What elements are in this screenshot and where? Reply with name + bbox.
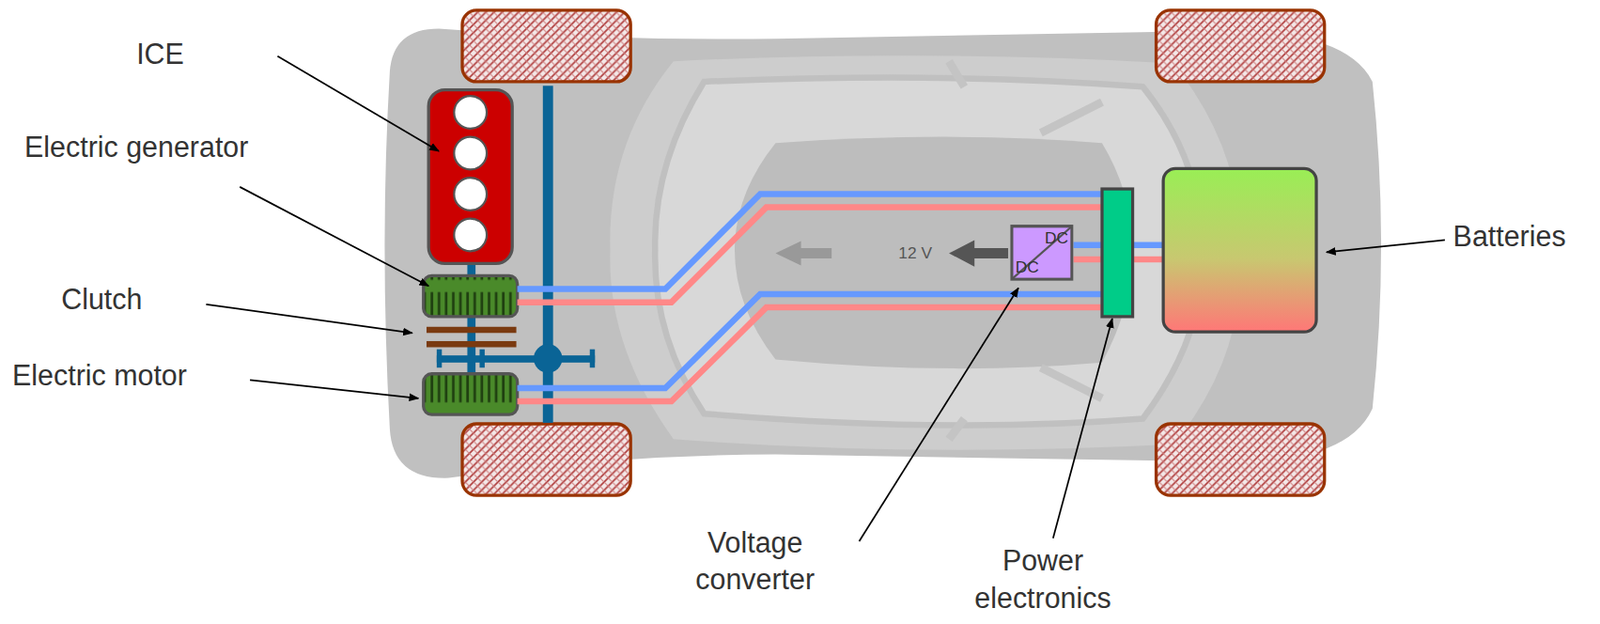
- converter-label: DC: [1015, 259, 1040, 276]
- part-label: Batteries: [1453, 218, 1567, 257]
- converter-label: DC: [1044, 230, 1069, 247]
- dc-dc-converter: DCDC: [1009, 224, 1073, 281]
- part-label: ICE: [136, 36, 185, 75]
- part-label: Voltage converter: [667, 525, 842, 600]
- part-label: Electric motor: [12, 357, 187, 395]
- voltage-label: 12 V: [898, 243, 933, 265]
- part-label: Clutch: [61, 281, 142, 320]
- part-label: Power electronics: [946, 543, 1140, 618]
- part-label: Electric generator: [24, 129, 249, 168]
